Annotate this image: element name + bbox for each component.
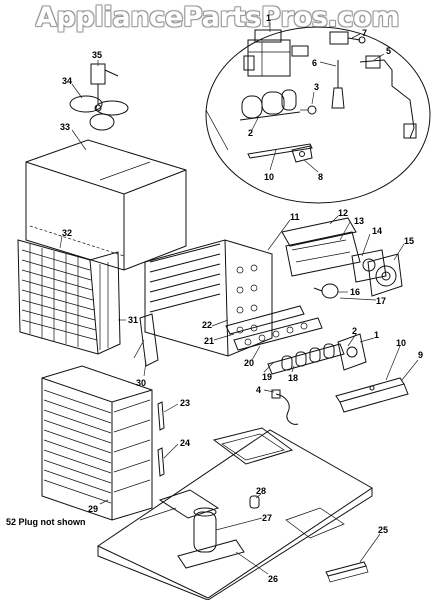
callout-5: 5: [386, 46, 391, 56]
fan-motor-part: [90, 63, 119, 104]
callout-27: 27: [262, 513, 272, 523]
callout-7: 7: [362, 28, 367, 38]
gas-valve-assembly-part: [337, 333, 367, 371]
callout-18: 18: [288, 373, 298, 383]
callout-32: 32: [62, 228, 72, 238]
top-cover-part: [25, 139, 187, 271]
bracket-24-part: [157, 447, 165, 477]
callout-34: 34: [62, 76, 72, 86]
orifice-part: [300, 105, 317, 115]
burner-rail-part: [247, 143, 313, 159]
callout-29: 29: [88, 504, 98, 514]
callout-1-mid: 1: [374, 330, 379, 340]
callout-21: 21: [204, 336, 214, 346]
callout-23: 23: [180, 398, 190, 408]
ignition-electrode-part: [331, 60, 345, 109]
detail-callout-circle: [205, 26, 431, 204]
gas-tubing-part: [359, 55, 417, 139]
callout-2-mid: 2: [352, 326, 357, 336]
inducer-motor-part: [367, 253, 403, 297]
callout-31: 31: [128, 315, 138, 325]
condenser-coil-part: [17, 239, 121, 355]
callout-28: 28: [256, 486, 266, 496]
watermark-logo: AppliancePartsPros.com: [35, 2, 400, 33]
leader-lines: [59, 22, 419, 575]
callout-13: 13: [354, 216, 364, 226]
callout-30: 30: [136, 378, 146, 388]
callout-20: 20: [244, 358, 254, 368]
callout-25: 25: [378, 525, 388, 535]
callout-11: 11: [290, 212, 300, 222]
inducer-housing-part: [281, 217, 361, 277]
heat-exchanger-part: [144, 239, 273, 357]
callout-12: 12: [338, 208, 348, 218]
callout-33: 33: [60, 122, 70, 132]
inducer-gasket-part: [351, 249, 387, 283]
callout-19: 19: [262, 372, 272, 382]
base-pan-part: [96, 427, 373, 600]
pressure-switch-part: [313, 283, 339, 299]
burner-manifold-part: [239, 89, 301, 121]
bracket-23-part: [157, 401, 165, 431]
callout-3: 3: [314, 82, 319, 92]
footnote-plug: 52 Plug not shown: [6, 517, 86, 527]
wire-harness-part: [271, 389, 299, 425]
callout-6: 6: [312, 58, 317, 68]
callout-17: 17: [376, 296, 386, 306]
callout-2-top: 2: [248, 128, 253, 138]
callout-14: 14: [372, 226, 382, 236]
flame-sensor-bracket-part: [291, 145, 313, 163]
gas-valve-part: [243, 29, 309, 77]
callout-9: 9: [418, 350, 423, 360]
callout-15: 15: [404, 236, 414, 246]
brace-25-part: [325, 561, 369, 583]
support-rail-part: [335, 377, 409, 413]
compressor-part: [177, 507, 245, 569]
callout-22: 22: [202, 320, 212, 330]
callout-10-top: 10: [264, 172, 274, 182]
drain-plug-part: [249, 495, 260, 509]
control-box-part: [133, 313, 159, 367]
fan-blade-part: [69, 95, 129, 131]
callout-26: 26: [268, 574, 278, 584]
callout-35: 35: [92, 50, 102, 60]
callout-16: 16: [350, 287, 360, 297]
callout-numbers: 1 7 6 5 35 3 34 2 33 10 8 11 12 13 32 14…: [60, 13, 423, 584]
coil-guard-part: [41, 365, 153, 521]
callout-8: 8: [318, 172, 323, 182]
callout-1-top: 1: [266, 13, 271, 23]
callout-24: 24: [180, 438, 190, 448]
spark-igniter-part: [329, 31, 366, 45]
callout-4: 4: [256, 385, 261, 395]
burner-assembly-part: [225, 305, 345, 375]
callout-10-mid: 10: [396, 338, 406, 348]
